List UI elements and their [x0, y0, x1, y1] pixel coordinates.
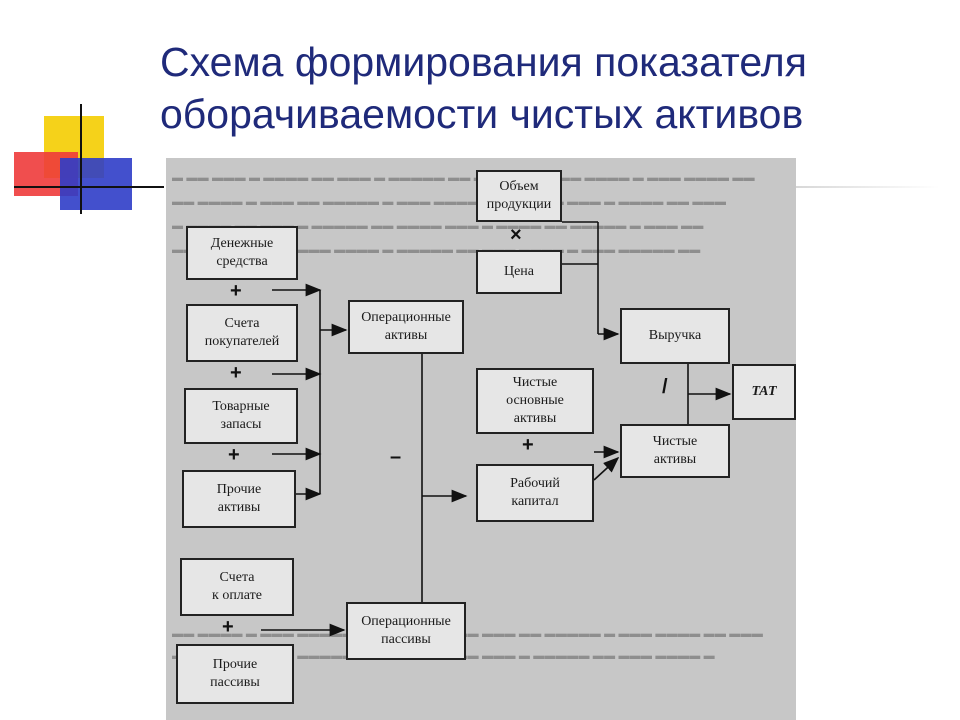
receivables-label-2: покупателей [204, 334, 280, 349]
cash-box: Денежные средства [186, 226, 298, 280]
volume-label-1: Объем [499, 179, 539, 194]
inventory-box: Товарные запасы [184, 388, 298, 444]
decor-rule-line [790, 186, 940, 188]
receivables-label-1: Счета [224, 316, 260, 331]
other-assets-label-2: активы [217, 500, 261, 515]
net-assets-box: Чистые активы [620, 424, 730, 478]
revenue-box: Выручка [620, 308, 730, 364]
scan-noise: ▬ ▬▬ ▬▬▬ ▬ ▬▬▬▬ ▬▬ ▬▬▬ ▬ ▬▬▬▬▬ ▬▬ ▬▬▬ ▬▬… [172, 172, 755, 184]
other-liabilities-label-1: Прочие [212, 657, 258, 672]
scan-noise: ▬ ▬▬▬▬ ▬▬ ▬▬▬ ▬ ▬▬▬▬▬ ▬▬ ▬▬▬▬ ▬▬▬ ▬ ▬▬▬▬… [172, 220, 704, 232]
multiply-operator: × [510, 224, 522, 246]
working-capital-label-2: капитал [511, 494, 559, 509]
scan-noise: ▬▬ ▬▬▬▬ ▬ ▬▬▬ ▬▬ ▬▬▬▬▬ ▬ ▬▬▬ ▬▬▬▬ ▬▬ ▬▬▬… [172, 196, 727, 208]
tat-label: ТАТ [751, 384, 777, 399]
slide-title: Схема формирования показателя оборачивае… [160, 36, 940, 140]
other-assets-label-1: Прочие [216, 482, 262, 497]
net-fixed-assets-box: Чистые основные активы [476, 368, 594, 434]
decor-horizontal-line [14, 186, 164, 188]
net-assets-label-1: Чистые [652, 434, 698, 449]
slide-title-line-1: Схема формирования показателя [160, 39, 807, 85]
decor-vertical-line [80, 104, 82, 214]
price-box: Цена [476, 250, 562, 294]
net-fixed-assets-label-3: активы [513, 411, 557, 426]
tat-box: ТАТ [732, 364, 796, 420]
plus-operator: + [230, 362, 242, 384]
receivables-box: Счета покупателей [186, 304, 298, 362]
net-fixed-assets-label-1: Чистые [512, 375, 558, 390]
price-label: Цена [503, 264, 535, 279]
inventory-label-2: запасы [220, 417, 262, 432]
decor-blue-square [60, 158, 132, 210]
operating-liabilities-box: Операционные пассивы [346, 602, 466, 660]
operating-liabilities-label-2: пассивы [381, 632, 431, 647]
cash-label-2: средства [216, 254, 268, 269]
slide-title-line-2: оборачиваемости чистых активов [160, 91, 804, 137]
operating-assets-box: Операционные активы [348, 300, 464, 354]
operating-liabilities-label-1: Операционные [361, 614, 451, 629]
working-capital-label-1: Рабочий [510, 476, 560, 491]
payables-box: Счета к оплате [180, 558, 294, 616]
volume-label-2: продукции [486, 197, 552, 212]
other-liabilities-box: Прочие пассивы [176, 644, 294, 704]
cash-label-1: Денежные [210, 236, 274, 251]
other-assets-box: Прочие активы [182, 470, 296, 528]
operating-assets-label-2: активы [384, 328, 428, 343]
payables-label-2: к оплате [212, 588, 262, 603]
working-capital-box: Рабочий капитал [476, 464, 594, 522]
scanned-diagram: ▬ ▬▬ ▬▬▬ ▬ ▬▬▬▬ ▬▬ ▬▬▬ ▬ ▬▬▬▬▬ ▬▬ ▬▬▬ ▬▬… [166, 158, 796, 720]
volume-box: Объем продукции [476, 170, 562, 222]
plus-operator: + [522, 434, 534, 456]
inventory-label-1: Товарные [212, 399, 270, 414]
payables-label-1: Счета [219, 570, 255, 585]
other-liabilities-label-2: пассивы [210, 675, 260, 690]
divide-operator: / [662, 376, 668, 398]
net-assets-label-2: активы [653, 452, 697, 467]
scan-noise: ▬▬▬ ▬ ▬▬▬▬ ▬▬ ▬▬▬ ▬▬▬▬ ▬ ▬▬▬▬▬ ▬▬ ▬▬▬ ▬▬… [172, 244, 701, 256]
revenue-label: Выручка [648, 328, 702, 343]
operating-assets-label-1: Операционные [361, 310, 451, 325]
plus-operator: + [228, 444, 240, 466]
plus-operator: + [222, 616, 234, 638]
plus-operator: + [230, 280, 242, 302]
scan-noise: ▬▬ ▬▬▬▬ ▬ ▬▬▬ ▬▬▬▬▬ ▬▬ ▬▬▬ ▬ ▬▬▬▬ ▬▬▬ ▬▬… [172, 628, 764, 640]
connector-lines [261, 221, 732, 637]
minus-operator: – [390, 446, 402, 468]
net-fixed-assets-label-2: основные [506, 393, 564, 408]
